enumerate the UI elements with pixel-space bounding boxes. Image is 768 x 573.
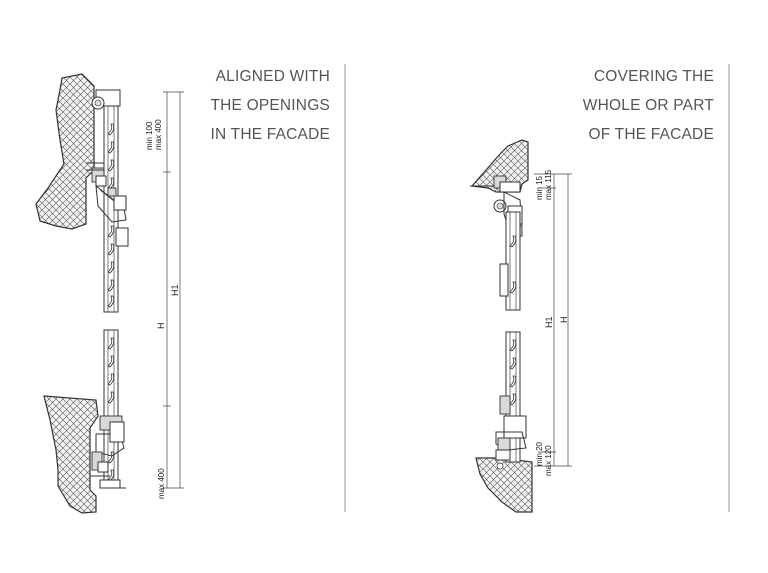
right-dim-top-max: max 115 <box>544 169 553 200</box>
left-dim-top-min: min 100 <box>145 121 154 150</box>
right-upper-wall <box>470 139 529 193</box>
right-dim-top-min: min 15 <box>535 175 544 200</box>
left-dim-h1: H1 <box>170 284 180 296</box>
left-caption-line-1: ALIGNED WITH <box>216 68 330 85</box>
left-dim-bottom-max: max 400 <box>157 468 166 499</box>
left-caption-line-3: IN THE FACADE <box>211 126 330 143</box>
right-section-drawing: min 15 max 115 H1 H min 20 max 120 <box>470 139 572 513</box>
left-upper-wall <box>35 73 95 230</box>
left-caption-line-2: THE OPENINGS <box>210 97 330 114</box>
left-section-drawing: min 100 max 400 H H1 max 400 <box>35 73 184 514</box>
left-upper-hinge <box>86 162 129 247</box>
left-dim-h: H <box>156 323 166 330</box>
left-dimension-lines <box>163 91 184 489</box>
right-dim-bottom-min: min 20 <box>535 441 544 466</box>
right-dim-h: H <box>559 317 569 324</box>
right-caption-line-2: WHOLE OR PART <box>583 97 715 114</box>
right-upper-panel <box>505 211 521 311</box>
left-lower-wall <box>43 395 99 514</box>
right-lower-wall <box>475 457 533 513</box>
left-dim-top-max: max 400 <box>154 119 163 150</box>
right-caption-line-3: OF THE FACADE <box>589 126 714 143</box>
left-lower-hinge <box>90 415 126 489</box>
right-dimension-lines <box>534 173 572 467</box>
right-dim-bottom-max: max 120 <box>544 445 553 476</box>
right-lower-hinge <box>495 395 527 470</box>
right-caption-line-1: COVERING THE <box>594 68 714 85</box>
right-dim-h1: H1 <box>544 316 554 328</box>
